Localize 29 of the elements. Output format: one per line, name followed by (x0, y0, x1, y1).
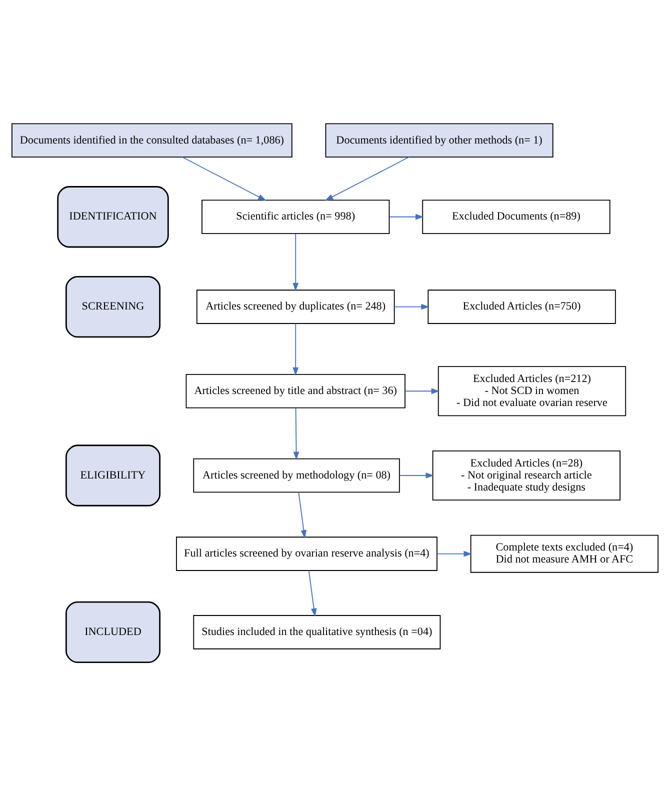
node-box: Full articles screened by ovarian reserve analysis (n=4) (176, 536, 438, 571)
node-box: Documents identified in the consulted databases (n= 1,086) (11, 123, 292, 158)
node-box: Articles screened by title and abstract (n= 36) (186, 374, 406, 408)
node-box: Studies included in the qualitative synthesis (n =04) (193, 615, 441, 650)
node-box: Excluded Articles (n=28) - Not original research article - Inadequate study designs (432, 450, 621, 501)
node-box: Scientific articles (n= 998) (202, 200, 390, 234)
node-box: IDENTIFICATION (57, 186, 169, 248)
arrow (436, 550, 472, 557)
node-box: INCLUDED (65, 601, 160, 663)
arrow (399, 472, 434, 478)
arrow (394, 304, 430, 310)
arrow (389, 214, 424, 220)
node-box: Articles screened by methodology (n= 08) (193, 458, 400, 493)
node-box: Excluded Articles (n=750) (428, 290, 616, 324)
node-box: Complete texts excluded (n=4) Did not measure AMH or AFC (470, 534, 659, 573)
arrow (324, 156, 410, 201)
arrow (298, 492, 307, 538)
arrow (293, 408, 300, 460)
node-box: Excluded Articles (n=212) - Not SCD in women - Did not evaluate ovarian reserve (438, 366, 626, 416)
arrow (182, 156, 266, 201)
arrow (404, 388, 440, 394)
arrow (292, 233, 299, 292)
node-box: Excluded Documents (n=89) (422, 200, 610, 234)
node-box: ELIGIBILITY (65, 444, 160, 506)
arrow (308, 570, 317, 617)
node-box: Articles screened by duplicates (n= 248) (196, 290, 395, 324)
node-box: SCREENING (65, 276, 160, 338)
arrow (292, 323, 299, 376)
node-box: Documents identified by other methods (n= 1) (325, 123, 554, 158)
